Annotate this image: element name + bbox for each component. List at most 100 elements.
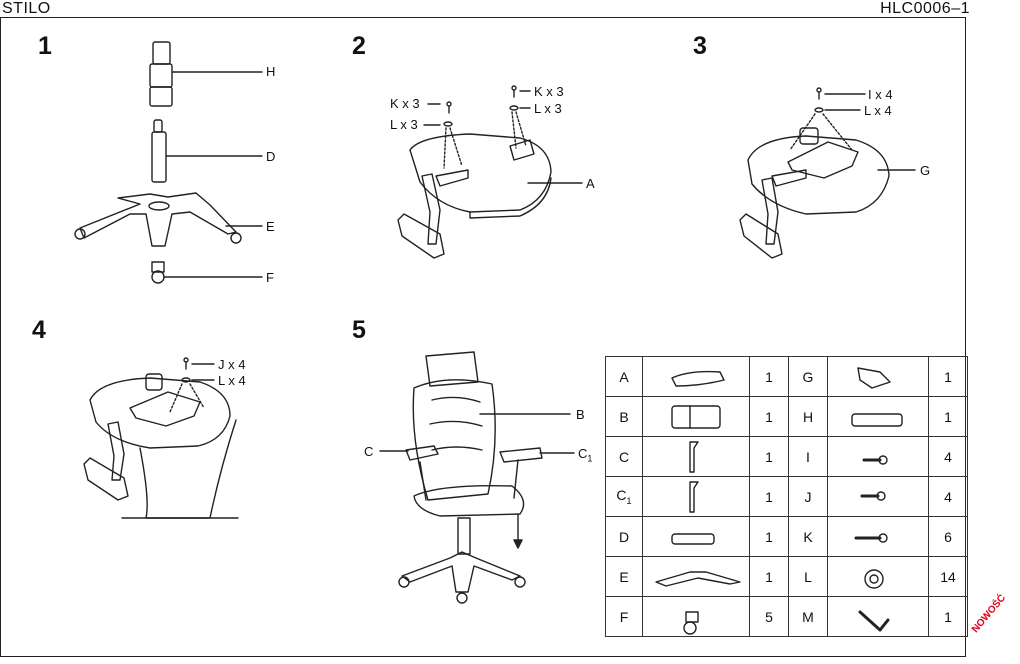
part-picture [642, 436, 750, 477]
label-part-f: F [266, 270, 274, 285]
label-screw-k-left: K x 3 [390, 96, 420, 111]
part-quantity-text: 1 [944, 368, 952, 385]
part-picture [642, 476, 750, 517]
part-quantity: 5 [749, 596, 789, 637]
part-quantity-text: 6 [944, 528, 952, 545]
part-picture [642, 396, 750, 437]
part-code-text: D [618, 528, 630, 545]
step-number-5: 5 [352, 316, 366, 344]
part-quantity-text: 1 [944, 408, 952, 425]
table-row: C 1 I 4 [605, 436, 968, 477]
part-code-text: B [619, 408, 629, 425]
step1-exploded-base [74, 41, 263, 284]
part-picture [827, 436, 929, 477]
part-code-text: G [802, 368, 814, 385]
part-quantity: 1 [749, 476, 789, 517]
part-code: M [788, 596, 828, 637]
part-code: D [605, 516, 643, 557]
part-code: F [605, 596, 643, 637]
part-quantity: 1 [928, 596, 968, 637]
part-code: E [605, 556, 643, 597]
part-code: C [605, 436, 643, 477]
step4-mechanism-to-seat [83, 357, 239, 519]
part-quantity-text: 1 [765, 568, 773, 585]
part-quantity: 1 [749, 396, 789, 437]
part-code: B [605, 396, 643, 437]
part-code-text: I [806, 448, 810, 465]
label-screw-i: I x 4 [868, 87, 893, 102]
step-number-2: 2 [352, 32, 366, 60]
part-code-text: M [802, 608, 814, 625]
step-number-4: 4 [32, 316, 46, 344]
part-quantity-text: 1 [765, 528, 773, 545]
part-code: A [605, 356, 643, 397]
label-part-a: A [586, 176, 595, 191]
part-code: K [788, 516, 828, 557]
step-number-3: 3 [693, 32, 707, 60]
label-part-g: G [920, 163, 931, 178]
part-code-text: H [802, 408, 814, 425]
part-quantity-text: 14 [940, 568, 956, 585]
part-quantity: 1 [928, 396, 968, 437]
part-picture [827, 556, 929, 597]
part-code-text: C [616, 487, 627, 504]
step-number-1: 1 [38, 32, 52, 60]
part-quantity-text: 1 [765, 408, 773, 425]
table-row: A 1 G 1 [605, 356, 968, 397]
part-code-text: C [618, 448, 630, 465]
part-picture [827, 396, 929, 437]
label-part-d: D [266, 149, 276, 164]
part-code: I [788, 436, 828, 477]
part-code-text: J [804, 488, 812, 505]
part-picture [827, 476, 929, 517]
part-quantity: 4 [928, 476, 968, 517]
part-quantity-text: 1 [765, 448, 773, 465]
part-quantity-text: 4 [944, 488, 952, 505]
step5-assembled-chair [379, 351, 575, 604]
part-code-text: L [804, 568, 812, 585]
part-quantity-text: 4 [944, 448, 952, 465]
step3-gas-lift-mechanism [739, 87, 916, 259]
label-part-c: C [364, 444, 374, 459]
label-washer-l-step3: L x 4 [864, 103, 892, 118]
label-screw-k-right: K x 3 [534, 84, 564, 99]
part-quantity: 1 [749, 436, 789, 477]
part-code-text: E [619, 568, 629, 585]
part-quantity: 14 [928, 556, 968, 597]
label-part-c1: C1 [578, 446, 593, 464]
part-code: L [788, 556, 828, 597]
part-picture [827, 356, 929, 397]
table-row: E 1 L 14 [605, 556, 968, 597]
table-row: B 1 H 1 [605, 396, 968, 437]
part-code: C1 [605, 476, 643, 517]
label-washer-l-left: L x 3 [390, 117, 418, 132]
label-screw-j: J x 4 [218, 357, 246, 372]
part-quantity-text: 1 [765, 368, 773, 385]
part-quantity: 1 [928, 356, 968, 397]
part-quantity: 1 [749, 356, 789, 397]
label-part-h: H [266, 64, 276, 79]
part-picture [642, 596, 750, 637]
part-picture [642, 516, 750, 557]
part-quantity-text: 1 [944, 608, 952, 625]
instruction-frame [0, 17, 966, 657]
part-quantity: 4 [928, 436, 968, 477]
step2-seat-mechanism [397, 85, 583, 259]
part-code: G [788, 356, 828, 397]
part-quantity-text: 1 [765, 488, 773, 505]
label-washer-l-right: L x 3 [534, 101, 562, 116]
part-quantity: 6 [928, 516, 968, 557]
part-picture [642, 556, 750, 597]
part-code-text: F [619, 608, 629, 625]
part-code: H [788, 396, 828, 437]
part-quantity: 1 [749, 516, 789, 557]
label-washer-l-step4: L x 4 [218, 373, 246, 388]
part-code-subscript: 1 [626, 495, 632, 506]
part-picture [642, 356, 750, 397]
header-product-code: HLC0006–1 [880, 0, 970, 17]
part-picture [827, 516, 929, 557]
